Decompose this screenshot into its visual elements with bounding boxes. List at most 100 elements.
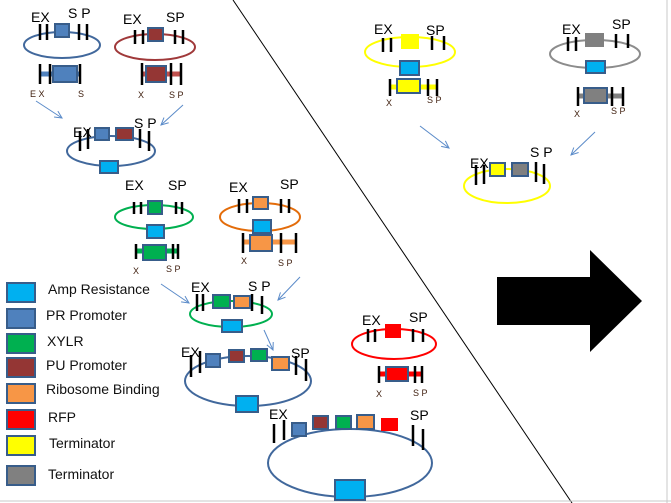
amp-resistance-part (146, 224, 165, 239)
legend-item: Amp Resistance (6, 281, 150, 303)
site-label-sp: S P (611, 106, 626, 116)
arrow-icon (160, 283, 190, 304)
arrow-head (277, 292, 286, 301)
site-label-sp: S P (427, 95, 442, 105)
arrow-icon (160, 104, 184, 126)
legend-swatch (6, 465, 36, 486)
site-label-ex: EX (125, 177, 144, 193)
site-label-sp: S P (68, 5, 91, 21)
site-label-ex: EX (73, 124, 92, 140)
amp-resistance-part (235, 395, 259, 413)
site-label-ex: EX (269, 406, 288, 422)
site-label-sp: S P (278, 258, 293, 268)
terminator-grey-part (511, 162, 529, 177)
site-label-x: X (386, 98, 392, 108)
legend-swatch (6, 435, 36, 456)
amp-resistance-part (399, 60, 420, 76)
xylr-part (142, 244, 167, 261)
legend-label: RFP (48, 409, 76, 425)
site-label-sp: SP (291, 345, 310, 361)
arrow-head (160, 117, 169, 126)
arrow-shaft (277, 276, 301, 301)
arrow-head (266, 341, 274, 352)
plasmid-backbone (463, 168, 551, 204)
legend-item: PU Promoter (6, 357, 127, 378)
pr-promoter-part (291, 422, 307, 437)
arrow-shaft (419, 125, 450, 149)
legend-label: XYLR (47, 333, 84, 349)
site-label-ex: EX (191, 279, 210, 295)
site-label-x: X (133, 266, 139, 276)
arrow-head (570, 147, 579, 156)
legend-item: RFP (6, 409, 76, 430)
arrow-icon (35, 100, 63, 119)
site-label-s: S (78, 89, 84, 99)
site-label-x: X (241, 256, 247, 266)
ribosome-binding-part (233, 295, 251, 309)
legend-label: Amp Resistance (48, 281, 150, 297)
amp-resistance-part (252, 219, 272, 234)
pu-promoter-part (115, 127, 134, 141)
legend-swatch (6, 357, 36, 378)
terminator-yellow-part (489, 162, 506, 177)
xylr-part (147, 200, 163, 215)
legend-label: Ribosome Binding (46, 381, 160, 397)
rfp-part (381, 418, 398, 431)
terminator-grey-part (583, 87, 608, 104)
site-label-ex: E X (30, 89, 45, 99)
pr-pu-plasmid: EXS P (66, 115, 157, 174)
ribosome-binding-part (249, 234, 273, 252)
big-right-arrow-icon (497, 250, 642, 352)
site-label-sp: S P (248, 278, 271, 294)
terminator-yellow-part (401, 34, 419, 49)
site-label-sp: S P (413, 388, 428, 398)
legend-item: Terminator (6, 465, 114, 486)
site-label-sp: SP (426, 22, 445, 38)
site-label-ex: EX (31, 9, 50, 25)
amp-resistance-part (221, 319, 243, 333)
site-label-sp: SP (612, 16, 631, 32)
pr-promoter-part (52, 65, 78, 83)
pr-promoter-plasmid: EX S P E X S (23, 5, 101, 99)
site-label-ex: EX (229, 179, 248, 195)
site-label-sp: SP (168, 177, 187, 193)
site-label-ex: EX (562, 21, 581, 37)
site-label-sp: S P (166, 264, 181, 274)
arrow-icon (419, 125, 450, 149)
ribosome-binding-part (271, 356, 290, 371)
terminator-grey-part (585, 33, 604, 47)
legend-item: Terminator (6, 435, 115, 456)
site-label-x: X (138, 90, 144, 100)
pu-promoter-part (312, 415, 329, 430)
ribosome-binding-part (252, 196, 269, 210)
arrow-shaft (160, 104, 184, 126)
arrow-head (441, 140, 450, 149)
legend-swatch (6, 333, 36, 354)
pu-promoter-part (228, 349, 245, 363)
pr-promoter-part (205, 353, 221, 368)
arrow-shaft (35, 100, 63, 119)
pu-promoter-part (145, 65, 167, 83)
rfp-part (385, 366, 409, 382)
amp-resistance-part (585, 60, 606, 74)
legend-swatch (6, 409, 36, 430)
site-label-ex: EX (470, 155, 489, 171)
terminator-yellow-part (396, 78, 421, 94)
divider-line (232, 0, 573, 503)
legend-swatch (6, 282, 36, 303)
legend-swatch (6, 308, 36, 329)
legend-label: Terminator (48, 466, 114, 482)
ribosome-binding-part (356, 414, 375, 430)
xylr-rbs-plasmid: EX S P (189, 278, 273, 333)
legend-label: Terminator (49, 435, 115, 451)
legend-item: XYLR (6, 333, 84, 354)
arrow-head (54, 110, 63, 119)
